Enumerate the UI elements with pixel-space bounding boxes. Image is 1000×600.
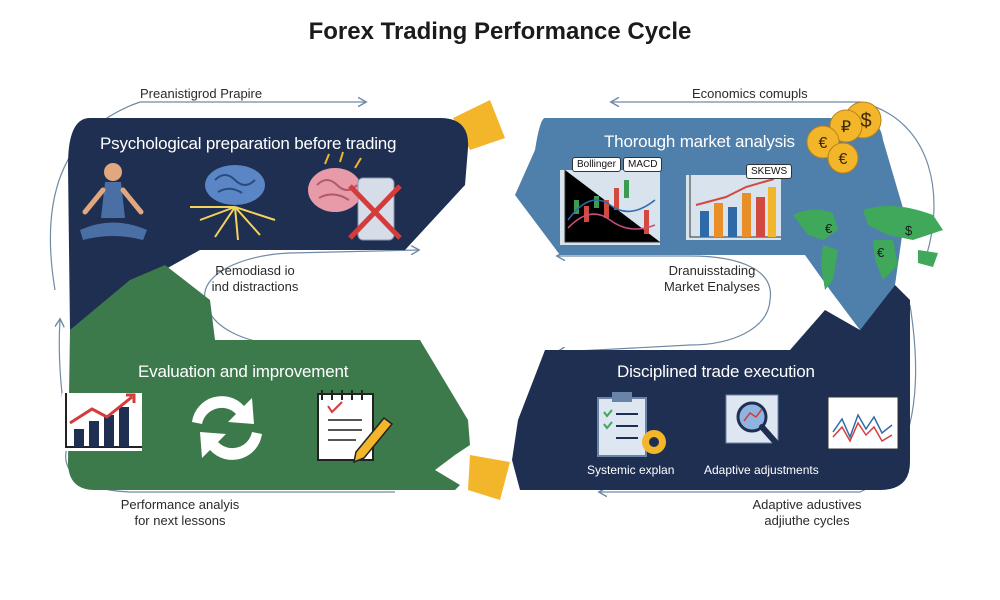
map-symbol-1: € — [825, 221, 833, 236]
candlestick-chart-icon — [560, 170, 660, 245]
label-adaptive-adjustments: Adaptive adjustments — [704, 463, 819, 477]
coin-symbol-3: $ — [860, 110, 871, 132]
note-center-left: Remodiasd io ind distractions — [200, 263, 310, 295]
panel-title-psychological: Psychological preparation before trading — [100, 134, 397, 153]
panel-title-analysis: Thorough market analysis — [604, 132, 795, 151]
line-chart-icon — [827, 396, 899, 450]
arrow-right-outer — [859, 101, 935, 261]
bar-trend-chart-icon — [686, 175, 781, 240]
note-bottom-left-line-2: for next lessons — [134, 513, 226, 528]
note-center-right: Dranuisstading Market Enalyses — [652, 263, 772, 295]
note-bottom-left-line-1: Performance analyis — [120, 497, 240, 512]
coin-symbol-4: € — [839, 151, 848, 168]
arrow-center-left-top — [204, 250, 418, 301]
panel-title-evaluation: Evaluation and improvement — [138, 362, 349, 381]
brain-focus-icon — [190, 165, 276, 241]
world-map-icon: € $ € — [793, 206, 943, 290]
checklist-gear-icon — [597, 392, 666, 457]
note-top-left: Preanistigrod Prapire — [140, 86, 263, 101]
tag-news: SKEWS — [746, 164, 793, 179]
connector-bottom — [468, 455, 510, 500]
meditation-icon — [80, 163, 147, 240]
note-center-left-line-1: Remodiasd io — [215, 263, 295, 278]
stressed-brain-icon — [308, 151, 362, 212]
map-symbol-3: € — [877, 245, 885, 260]
magnifier-chart-icon — [725, 394, 781, 448]
note-bottom-right: Adaptive adustives adjiuthe cycles — [742, 497, 872, 529]
note-center-right-line-2: Market Enalyses — [663, 279, 761, 294]
growth-chart-icon — [62, 393, 142, 451]
note-top-right: Economics comupls — [692, 86, 808, 101]
notepad-pencil-icon — [317, 390, 394, 464]
note-center-right-line-1: Dranuisstading — [668, 263, 756, 278]
tag-bollinger: Bollinger — [572, 157, 621, 172]
coin-symbol-1: € — [819, 135, 828, 152]
arrow-center-right-bottom — [558, 299, 771, 352]
note-bottom-right-line-1: Adaptive adustives — [752, 497, 862, 512]
note-bottom-left: Performance analyis for next lessons — [110, 497, 250, 529]
coin-symbol-2: ₽ — [841, 119, 851, 136]
panel-title-execution: Disciplined trade execution — [617, 362, 815, 381]
note-bottom-right-line-2: adjiuthe cycles — [764, 513, 850, 528]
currency-coins-icon: € ₽ $ € — [806, 101, 882, 174]
arrow-left-outer — [49, 101, 141, 291]
map-symbol-2: $ — [905, 223, 913, 238]
page-title: Forex Trading Performance Cycle — [308, 18, 692, 45]
tag-macd: MACD — [623, 157, 663, 172]
no-phone-icon — [348, 177, 402, 241]
label-systemic-plan: Systemic explan — [587, 463, 675, 477]
note-center-left-line-2: ind distractions — [211, 279, 299, 294]
arrow-center-right-top — [558, 256, 771, 301]
refresh-cycle-icon — [192, 396, 262, 460]
panel-psychological — [68, 118, 469, 330]
